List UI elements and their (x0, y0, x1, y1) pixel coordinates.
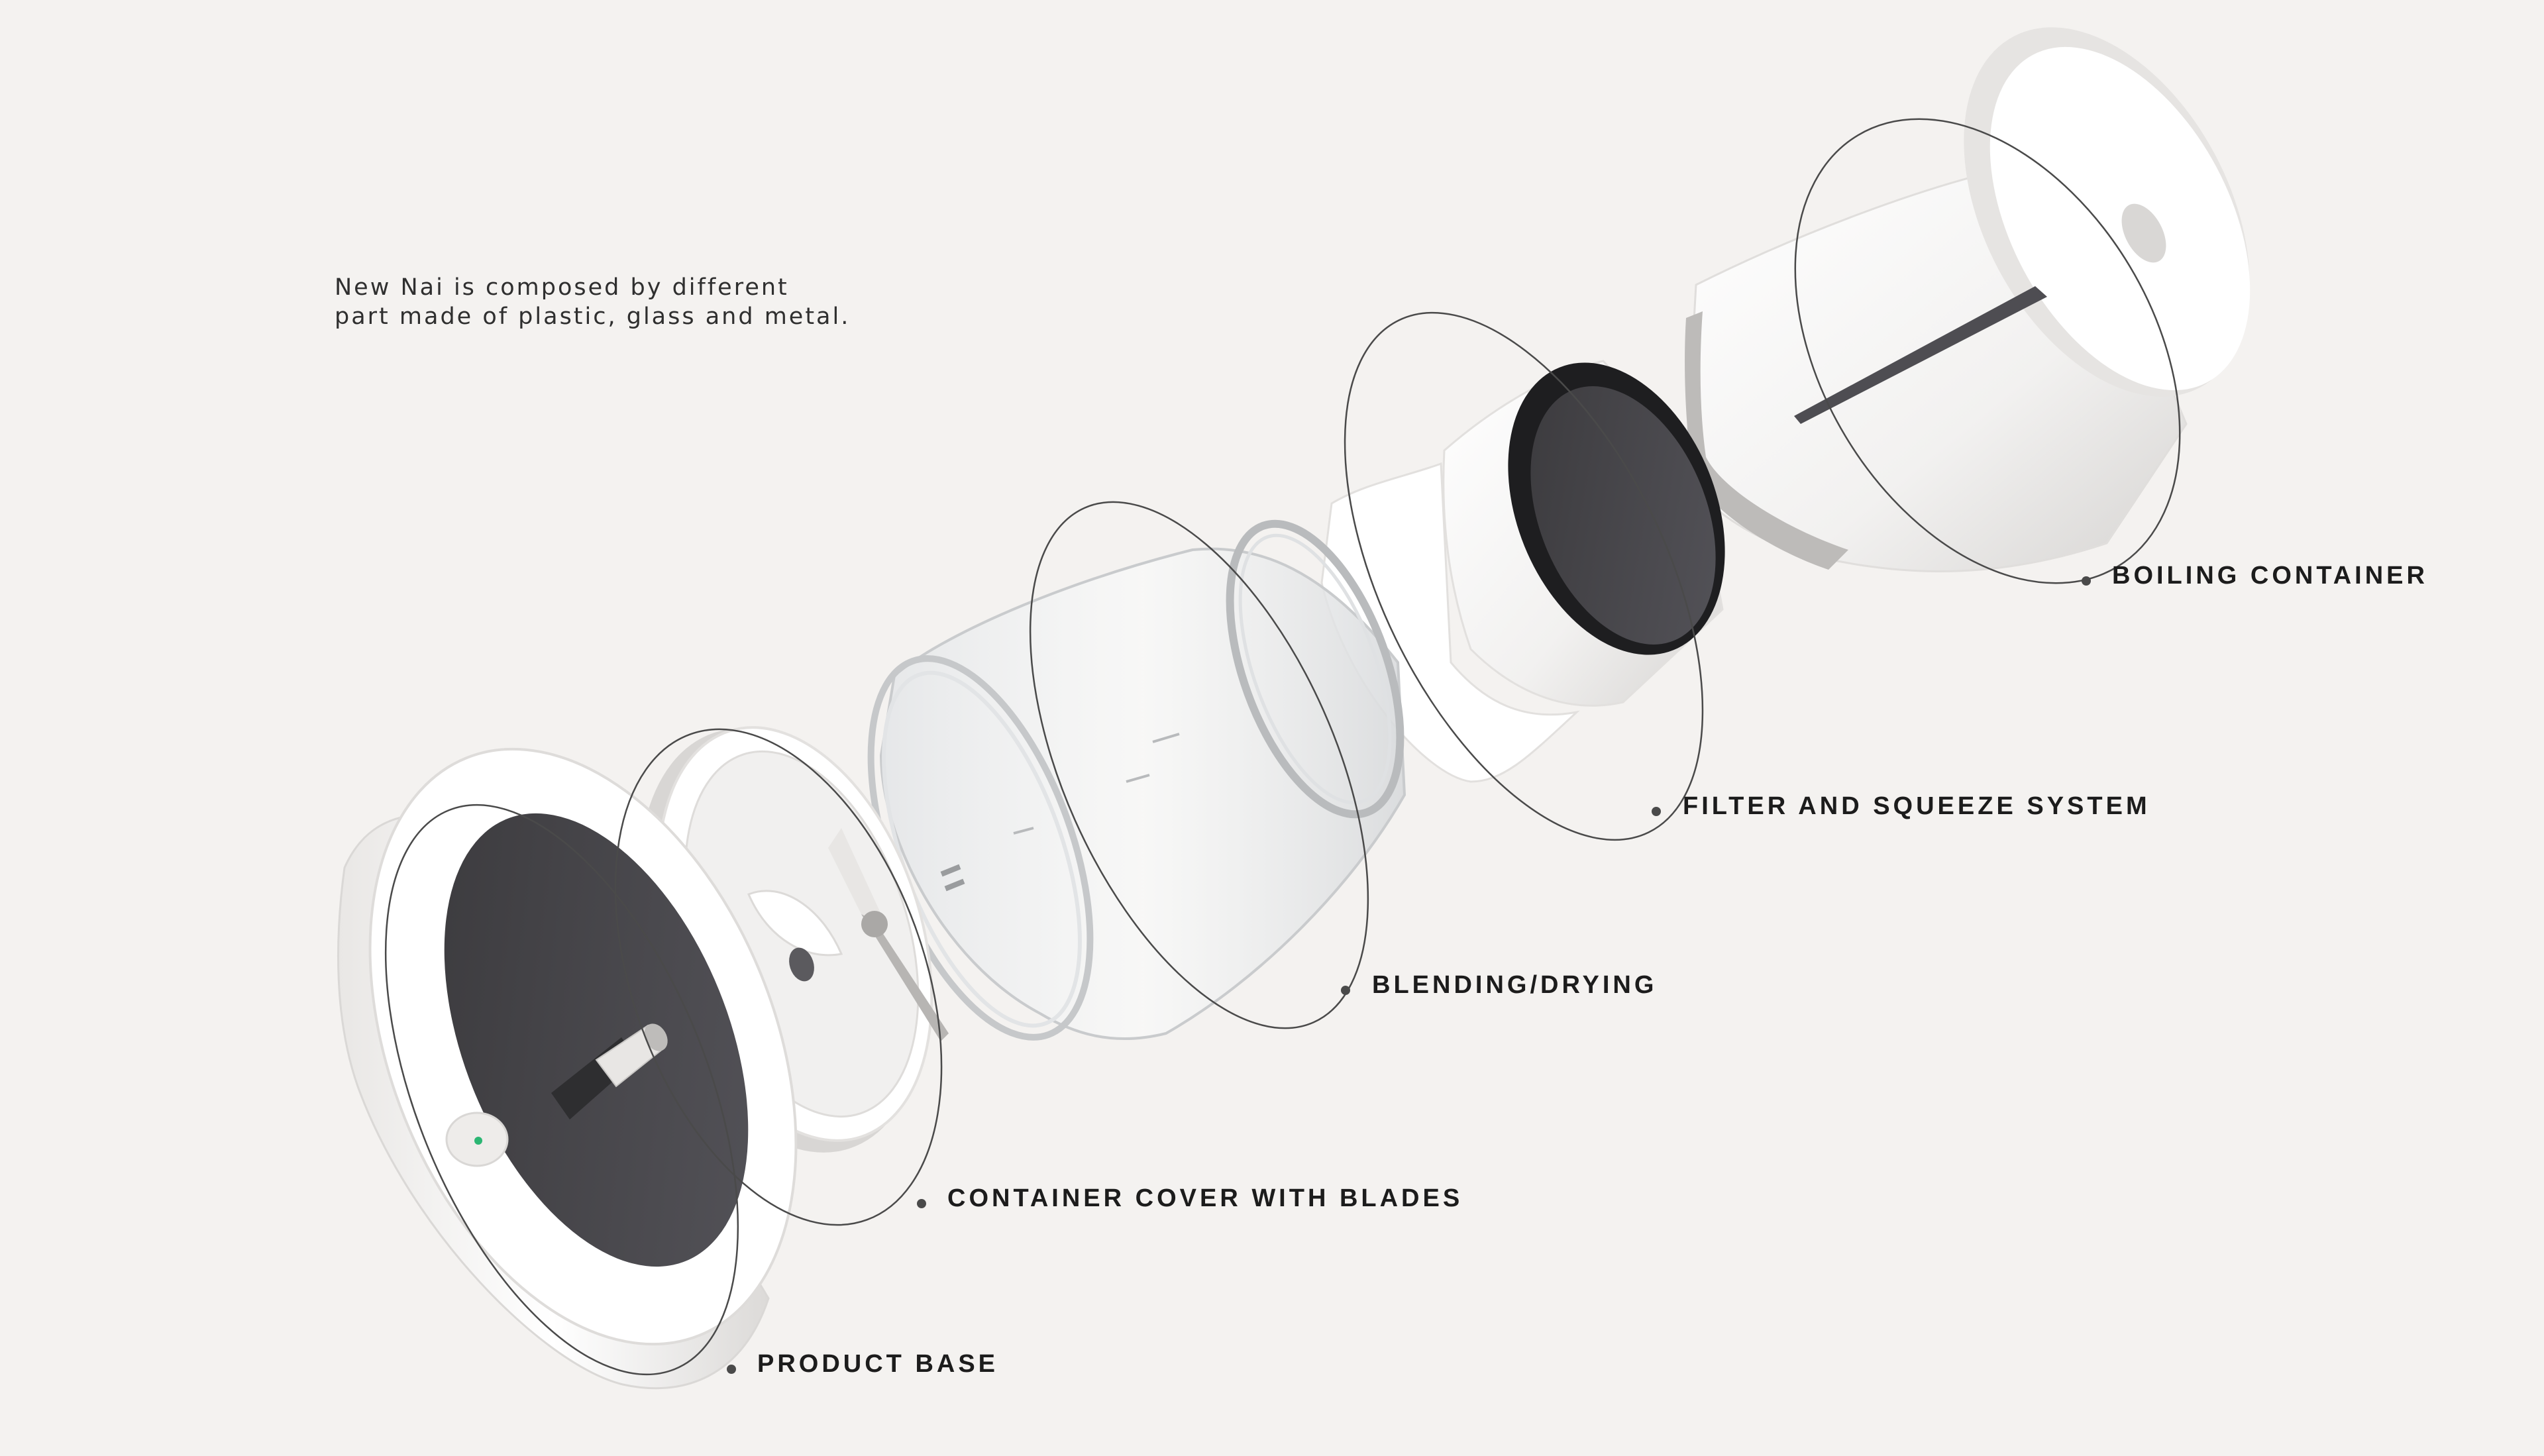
leader-dot-blending (1341, 986, 1350, 995)
orbit-ring-blending (1029, 501, 1369, 1029)
status-led-icon (474, 1137, 482, 1145)
label-filter-squeeze-system: FILTER AND SQUEEZE SYSTEM (1683, 792, 2150, 820)
orbit-ring-filter (1344, 311, 1704, 841)
orbit-ring-base (384, 804, 739, 1376)
leader-dots (727, 576, 2091, 1374)
leader-dot-boiling (2082, 576, 2091, 586)
leader-dot-filter (1652, 807, 1661, 816)
orbit-ring-cover (614, 728, 943, 1226)
label-product-base: PRODUCT BASE (757, 1350, 999, 1378)
label-container-cover: CONTAINER COVER WITH BLADES (947, 1184, 1463, 1212)
intro-description: New Nai is composed by different part ma… (335, 274, 851, 330)
boiling-container-part (1685, 27, 2251, 572)
blending-drying-jar-part (867, 519, 1406, 1041)
product-base-part (337, 747, 798, 1390)
leader-dot-cover (917, 1199, 926, 1208)
orbit-rings (384, 118, 2181, 1376)
label-boiling-container: BOILING CONTAINER (2112, 562, 2428, 590)
leader-dot-base (727, 1365, 736, 1374)
orbit-ring-boiling (1794, 118, 2181, 584)
label-blending-drying: BLENDING/DRYING (1372, 971, 1658, 999)
